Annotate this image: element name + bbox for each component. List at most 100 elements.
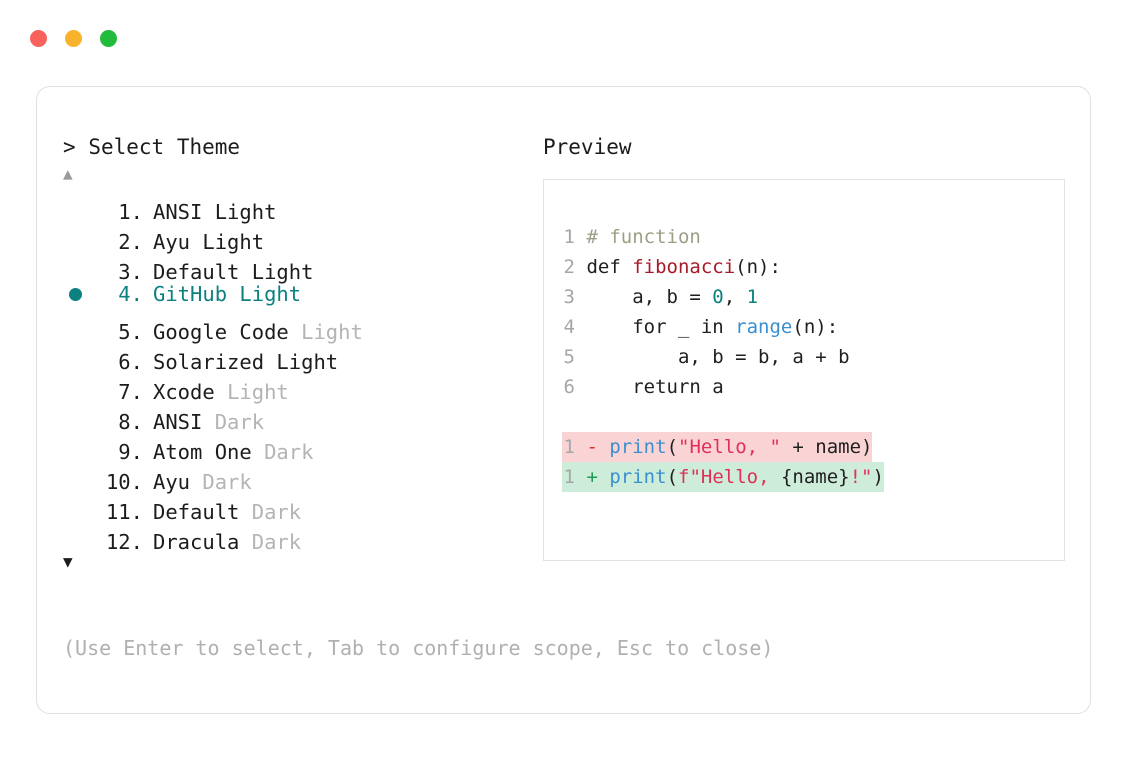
code-blank-line xyxy=(544,402,1064,432)
code-token: return a xyxy=(586,376,724,398)
theme-list-item[interactable]: 3. Default Light xyxy=(63,249,533,284)
theme-item-name: Dracula Dark xyxy=(153,530,302,554)
selection-indicator xyxy=(63,489,97,519)
theme-item-name: Atom One Dark xyxy=(153,440,314,464)
theme-list-item[interactable]: 2.Ayu Light xyxy=(63,219,533,254)
theme-item-number: 4. xyxy=(105,282,143,306)
theme-list-item[interactable]: 12. Dracula Dark xyxy=(63,519,533,554)
scroll-up-icon[interactable]: ▲ xyxy=(63,164,73,183)
code-token: f"Hello, xyxy=(678,466,781,488)
code-token: def xyxy=(586,256,633,278)
code-token: print xyxy=(609,436,667,458)
keyboard-hint: (Use Enter to select, Tab to configure s… xyxy=(63,636,774,660)
diff-line-removed: 1 - print("Hello, " + name) xyxy=(562,432,1064,462)
line-number: 5 xyxy=(563,346,575,368)
code-token: ( xyxy=(666,466,679,488)
theme-list-item[interactable]: 5.Google Code Light xyxy=(63,309,533,344)
theme-item-number: 12. xyxy=(105,530,143,554)
code-token: !" xyxy=(849,466,873,488)
theme-item-name: Xcode Light xyxy=(153,380,289,404)
code-token: 0 xyxy=(712,286,724,308)
code-line: 2 def fibonacci(n): xyxy=(562,252,1064,282)
theme-item-name: Ayu Dark xyxy=(153,470,252,494)
code-token: a, b = xyxy=(586,286,713,308)
theme-list-item[interactable]: 11.Default Dark xyxy=(63,489,533,524)
close-window-button[interactable] xyxy=(30,30,47,47)
theme-item-number: 5. xyxy=(105,320,143,344)
code-token: "Hello, " xyxy=(678,436,781,458)
code-line: 3 a, b = 0, 1 xyxy=(562,282,1064,312)
theme-item-name: ANSI Light xyxy=(153,200,277,224)
line-number: 2 xyxy=(563,256,575,278)
theme-item-name: Solarized Light xyxy=(153,350,339,374)
theme-list-item[interactable]: 8.ANSI Dark xyxy=(63,399,533,434)
theme-item-variant: Light xyxy=(251,260,314,284)
theme-item-variant: Light xyxy=(214,200,277,224)
theme-item-number: 8. xyxy=(105,410,143,434)
line-number: 1 xyxy=(563,466,575,488)
theme-item-number: 1. xyxy=(105,200,143,224)
diff-sign: + xyxy=(586,466,598,488)
theme-item-variant: Light xyxy=(301,320,363,344)
code-token: # function xyxy=(586,226,701,248)
maximize-window-button[interactable] xyxy=(100,30,117,47)
theme-item-variant: Dark xyxy=(251,530,302,554)
theme-list-item[interactable]: 4. GitHub Light xyxy=(63,279,533,309)
theme-list-item[interactable]: 1. ANSI Light xyxy=(63,189,533,224)
theme-item-number: 11. xyxy=(105,500,143,524)
theme-item-number: 7. xyxy=(105,380,143,404)
prompt-symbol: > xyxy=(63,135,76,159)
theme-item-variant: Light xyxy=(227,380,289,404)
theme-item-variant: Dark xyxy=(251,500,302,524)
code-line: 6 return a xyxy=(562,372,1064,402)
theme-item-variant: Dark xyxy=(214,410,265,434)
code-token: fibonacci xyxy=(632,256,736,278)
line-number: 4 xyxy=(563,316,575,338)
code-line: 5 a, b = b, a + b xyxy=(562,342,1064,372)
theme-picker-title: > Select Theme xyxy=(63,133,533,161)
selection-indicator xyxy=(63,429,97,459)
selection-indicator xyxy=(63,219,97,249)
selection-indicator xyxy=(63,339,97,369)
line-number: 3 xyxy=(563,286,575,308)
selection-indicator xyxy=(63,459,97,489)
code-token: (n): xyxy=(735,256,781,278)
code-token: 1 xyxy=(746,286,759,308)
theme-item-number: 10. xyxy=(105,470,143,494)
code-line: 4 for _ in range(n): xyxy=(562,312,1064,342)
theme-item-number: 6. xyxy=(105,350,143,374)
theme-item-variant: Light xyxy=(276,350,339,374)
code-token: + name) xyxy=(780,436,873,458)
code-token: range xyxy=(735,316,793,338)
code-token: a, b = b, a + b xyxy=(586,346,850,368)
theme-item-variant: Dark xyxy=(264,440,314,464)
theme-list-item[interactable]: 10. Ayu Dark xyxy=(63,459,533,494)
theme-list-item[interactable]: 7. Xcode Light xyxy=(63,369,533,404)
code-token: print xyxy=(609,466,667,488)
window-titlebar xyxy=(30,30,117,47)
scroll-down-icon[interactable]: ▼ xyxy=(63,552,73,571)
theme-item-name: GitHub Light xyxy=(153,282,302,306)
selection-indicator xyxy=(63,519,97,549)
theme-list-item[interactable]: 6. Solarized Light xyxy=(63,339,533,374)
theme-item-number: 3. xyxy=(105,260,143,284)
code-line: 1 # function xyxy=(562,222,1064,252)
theme-list: 1. ANSI Light 2.Ayu Light 3. Default Light… xyxy=(63,189,533,554)
theme-list-item[interactable]: 9.Atom One Dark xyxy=(63,429,533,464)
selected-bullet-icon xyxy=(69,288,82,301)
page-title: Select Theme xyxy=(88,135,241,159)
code-token: ) xyxy=(872,466,884,488)
code-token: ( xyxy=(666,436,679,458)
theme-item-number: 2. xyxy=(105,230,143,254)
code-token: {name} xyxy=(780,466,850,488)
minimize-window-button[interactable] xyxy=(65,30,82,47)
code-token: for _ in xyxy=(586,316,736,338)
selection-indicator xyxy=(63,399,97,429)
theme-item-name: Default Light xyxy=(153,260,314,284)
line-number: 1 xyxy=(563,436,575,458)
theme-select-panel: > Select Theme ▲ 1. ANSI Light 2.Ayu Ligh… xyxy=(63,133,533,575)
diff-sign: - xyxy=(586,436,598,458)
diff-lines: 1 - print("Hello, " + name)1 + print(f"H… xyxy=(544,432,1064,492)
